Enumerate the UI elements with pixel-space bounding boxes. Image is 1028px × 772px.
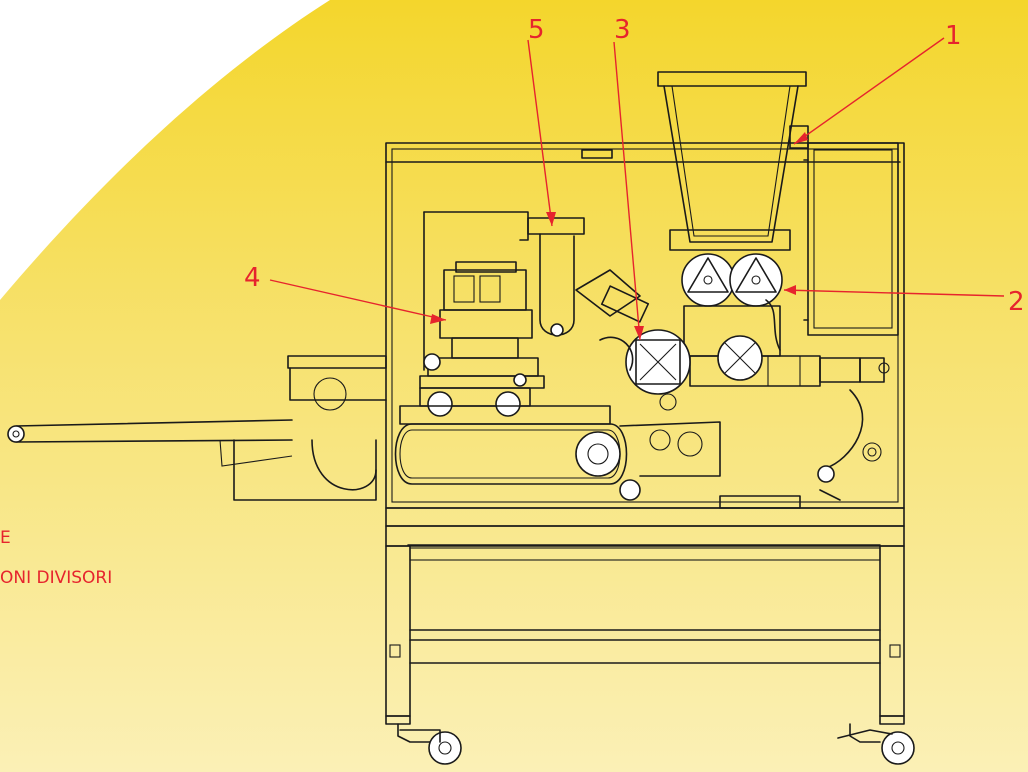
legend-line-2: ONI DIVISORI (0, 568, 113, 588)
lower-drive (689, 335, 890, 462)
leader-line-1 (793, 37, 945, 145)
dividing-rollers (669, 229, 791, 357)
callout-number-3: 3 (614, 15, 631, 45)
leader-line-2 (783, 289, 1005, 297)
cutting-arm (527, 217, 650, 371)
leader-line-3 (613, 41, 641, 341)
leader-line-4 (269, 279, 447, 321)
caster-wheels (397, 723, 915, 765)
side-panel (803, 142, 899, 336)
outfeed-conveyor (7, 355, 387, 501)
conveyor-belt (394, 387, 721, 501)
callout-number-5: 5 (528, 15, 545, 45)
forming-drum (625, 329, 691, 411)
white-arc-shape (0, 0, 330, 300)
hopper (657, 71, 809, 243)
arrow-2 (784, 285, 796, 295)
leader-lines (269, 37, 1005, 341)
callout-number-1: 1 (945, 21, 962, 51)
legend-line-1: E (0, 528, 11, 548)
arrow-4 (430, 314, 446, 324)
leader-line-5 (527, 39, 553, 227)
side-lever (719, 389, 864, 509)
callout-number-4: 4 (244, 263, 261, 293)
arrow-3 (634, 326, 644, 340)
callout-number-2: 2 (1008, 287, 1025, 317)
arrow-5 (546, 212, 556, 226)
arrow-1 (794, 132, 808, 144)
